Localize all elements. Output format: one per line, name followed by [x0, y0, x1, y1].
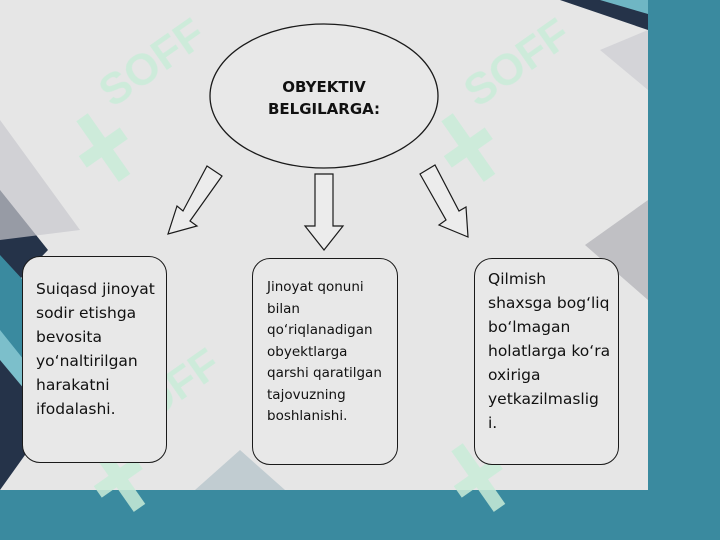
right-teal-band — [648, 0, 720, 540]
watermark-logo: SOFF — [441, 9, 579, 182]
right-grey-triangle — [585, 200, 648, 300]
arrow-middle — [303, 173, 345, 251]
diagram-title: OBYEKTIV BELGILARGA: — [267, 78, 381, 118]
corner-triangle-grey — [600, 30, 648, 90]
criterion-text-1: Suiqasd jinoyat sodir etishga bevosita y… — [36, 280, 155, 418]
bottom-grey-triangle — [195, 450, 285, 490]
watermark-text: SOFF — [455, 9, 579, 116]
criterion-text-3: Qilmish shaxsga bog‘liq bo‘lmagan holatl… — [488, 270, 611, 432]
corner-triangle-teal — [600, 0, 648, 14]
criterion-text-2: Jinoyat qonuni bilan qo‘riqlanadigan oby… — [267, 279, 382, 424]
criterion-box-2: Jinoyat qonuni bilan qo‘riqlanadigan oby… — [252, 258, 398, 465]
title-ellipse — [209, 23, 439, 169]
arrow-right — [419, 164, 469, 238]
left-triangle-grey — [0, 120, 80, 240]
watermark-text: SOFF — [90, 9, 214, 116]
criterion-box-1: Suiqasd jinoyat sodir etishga bevosita y… — [22, 256, 167, 463]
criterion-box-3: Qilmish shaxsga bog‘liq bo‘lmagan holatl… — [474, 258, 619, 465]
arrow-left — [167, 165, 223, 235]
bottom-teal-band — [0, 490, 720, 540]
